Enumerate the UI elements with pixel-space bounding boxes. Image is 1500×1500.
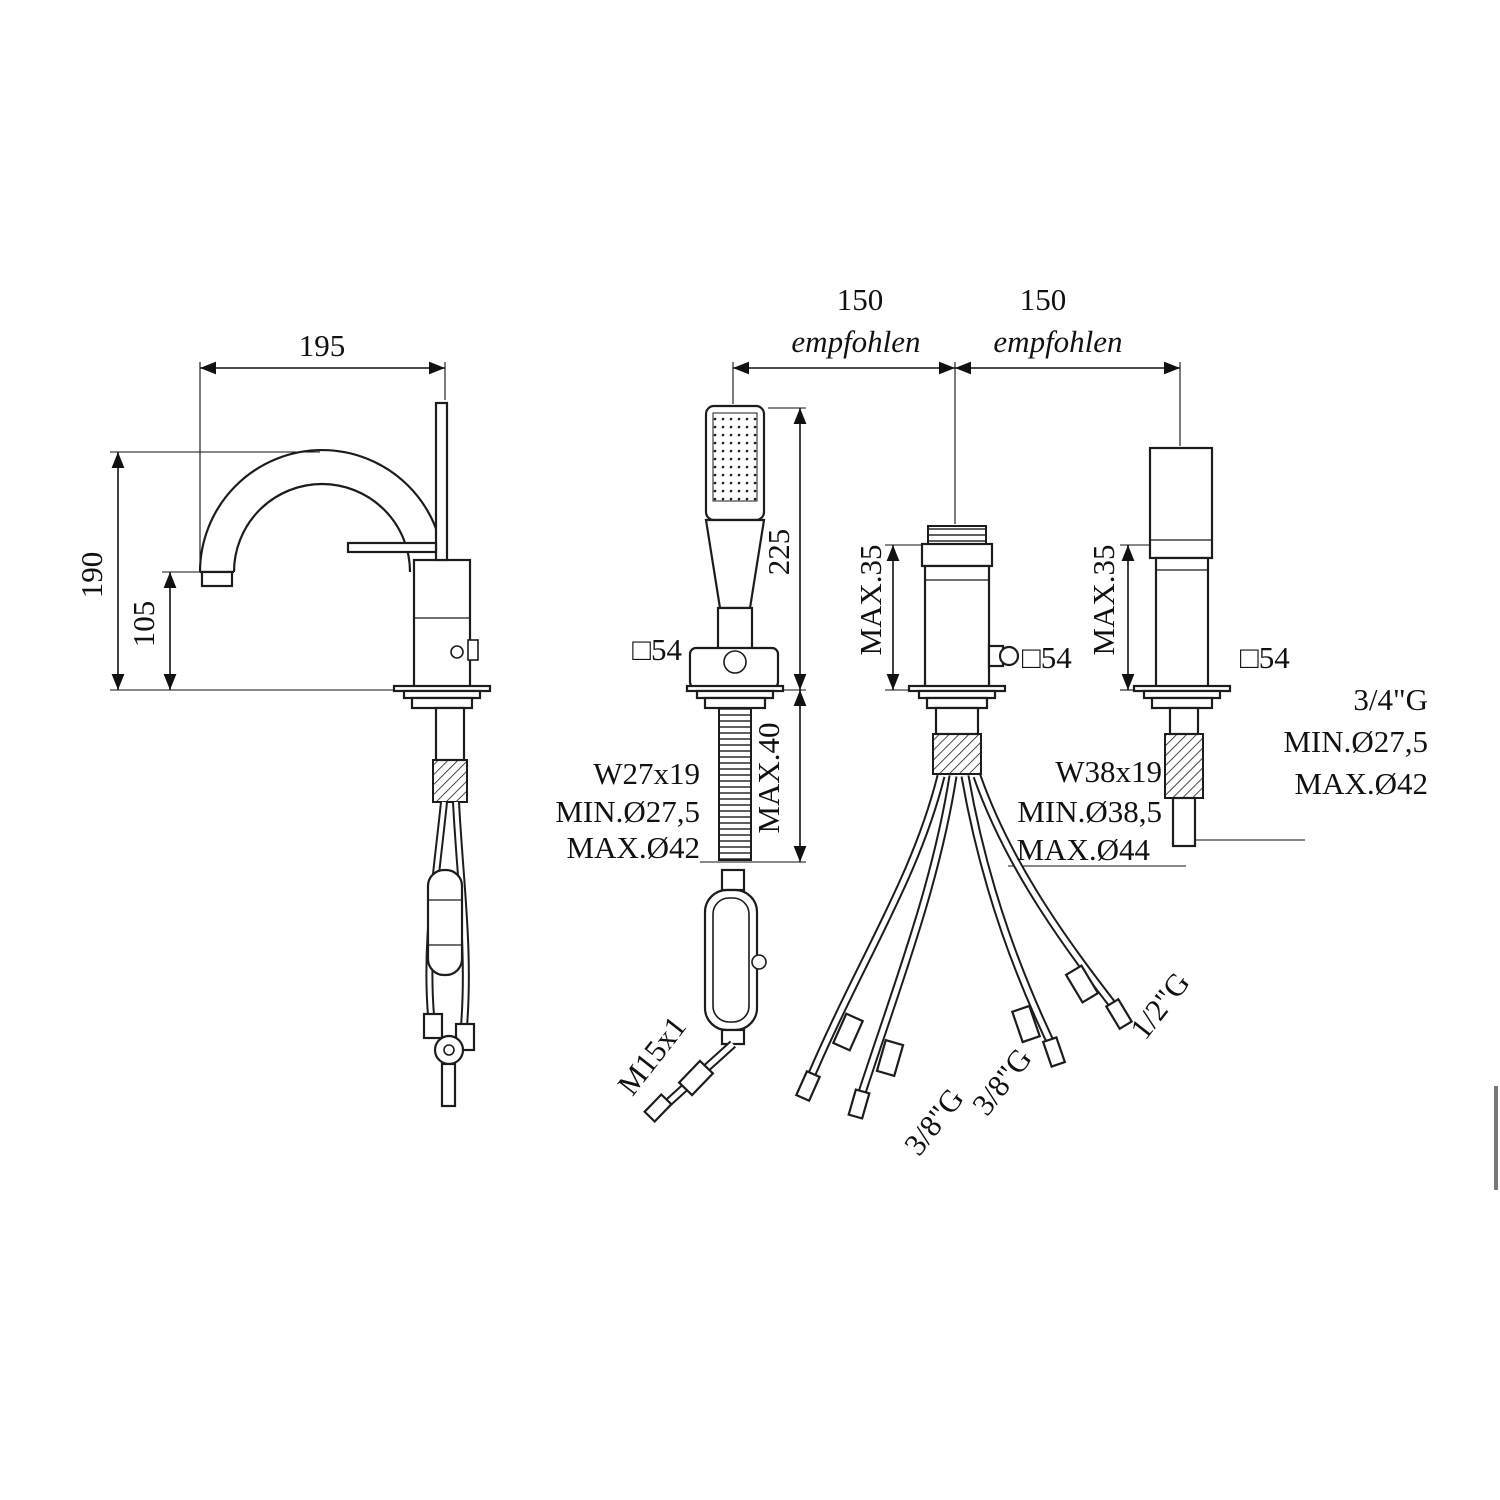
mixer-stem bbox=[1168, 706, 1200, 736]
mixer-handle-figure bbox=[1132, 446, 1232, 848]
hose-outlet-label: 1/2"G bbox=[1123, 965, 1197, 1045]
spout-screw bbox=[450, 645, 464, 659]
handshower-weight-button bbox=[751, 954, 767, 970]
diverter-deck-flange bbox=[907, 684, 1007, 710]
hose-2-end bbox=[847, 1088, 871, 1120]
scrollbar-thumb[interactable] bbox=[1494, 1086, 1498, 1190]
spout-check-valve bbox=[426, 868, 464, 977]
handshower-figure bbox=[643, 404, 785, 1124]
mixer-deck-flange bbox=[1132, 684, 1232, 710]
diverter-thread-label: W38x19 bbox=[1055, 754, 1162, 789]
handshower-ball-joint bbox=[723, 650, 747, 674]
mixer-handle-body bbox=[1154, 556, 1210, 690]
hose-3-end bbox=[1041, 1036, 1067, 1068]
hose-right-label: 3/8"G bbox=[965, 1041, 1039, 1121]
diverter-max35-label: MAX.35 bbox=[853, 544, 888, 655]
diverter-square-label: □54 bbox=[1022, 640, 1072, 675]
dim-max40-label: MAX.40 bbox=[751, 722, 786, 833]
handshower-connector-top bbox=[720, 868, 746, 892]
handshower-thread-label: W27x19 bbox=[593, 756, 700, 791]
diverter-thread bbox=[932, 733, 982, 775]
spout-inner-curve bbox=[232, 482, 412, 573]
mixer-tail-tube bbox=[1171, 796, 1197, 848]
diverter-knob bbox=[927, 525, 987, 545]
dimension-lines bbox=[111, 361, 1180, 862]
handshower-max-hole-label: MAX.Ø42 bbox=[567, 830, 700, 865]
handshower-hose-end bbox=[643, 1092, 673, 1124]
spout-lever bbox=[346, 541, 438, 554]
mixer-max35-label: MAX.35 bbox=[1086, 544, 1121, 655]
mixer-square-label: □54 bbox=[1240, 640, 1290, 675]
diverter-figure bbox=[794, 525, 1134, 1120]
mixer-min-hole-label: MIN.Ø27,5 bbox=[1283, 724, 1428, 759]
handshower-connector-bottom bbox=[720, 1028, 746, 1046]
handshower-neck bbox=[716, 606, 754, 652]
spout-aerator bbox=[200, 570, 234, 588]
dim-195-label: 195 bbox=[299, 328, 346, 363]
hose-left-label: 3/8"G bbox=[897, 1081, 971, 1161]
handshower-hose-coil bbox=[718, 707, 752, 861]
spout-deck-flange bbox=[392, 684, 492, 710]
spout-outer-curve bbox=[198, 448, 446, 573]
handshower-spray-face bbox=[712, 412, 758, 502]
mixer-thread-label: 3/4"G bbox=[1353, 682, 1428, 717]
dim-225-label: 225 bbox=[761, 529, 796, 576]
dim-150-left-note: empfohlen bbox=[791, 324, 920, 359]
diverter-side-knob bbox=[998, 645, 1020, 667]
spout-figure bbox=[198, 401, 492, 1108]
dim-150-left-label: 150 bbox=[837, 282, 884, 317]
diverter-max-hole-label: MAX.Ø44 bbox=[1017, 832, 1151, 867]
spout-hose-nut-left bbox=[422, 1012, 444, 1040]
dim-150-right-note: empfohlen bbox=[993, 324, 1122, 359]
handshower-min-hole-label: MIN.Ø27,5 bbox=[555, 794, 700, 829]
handshower-square-label: □54 bbox=[632, 632, 682, 667]
diverter-min-hole-label: MIN.Ø38,5 bbox=[1017, 794, 1162, 829]
spout-body bbox=[412, 558, 472, 690]
dim-105-label: 105 bbox=[126, 601, 161, 648]
hose-2-nut bbox=[875, 1038, 905, 1078]
spout-handle-stick bbox=[434, 401, 449, 562]
handshower-hose-nut bbox=[677, 1059, 715, 1097]
hose-3-nut bbox=[1010, 1004, 1042, 1044]
spout-thread bbox=[432, 759, 468, 803]
hose-1-nut bbox=[831, 1012, 865, 1052]
hose-1-end bbox=[794, 1069, 822, 1103]
diverter-stem bbox=[934, 706, 980, 736]
dim-190-label: 190 bbox=[74, 552, 109, 599]
hose-4-end bbox=[1104, 997, 1134, 1031]
diverter-body bbox=[923, 564, 991, 690]
diverter-collar bbox=[920, 542, 994, 568]
dim-150-right-label: 150 bbox=[1020, 282, 1067, 317]
mixer-thread bbox=[1164, 733, 1204, 799]
spout-stem bbox=[434, 706, 466, 762]
handshower-deck-flange bbox=[685, 684, 785, 710]
handshower-taper bbox=[704, 518, 766, 610]
mixer-max-hole-label: MAX.Ø42 bbox=[1295, 766, 1428, 801]
hose-4-nut bbox=[1064, 964, 1100, 1004]
mixer-handle-top bbox=[1148, 446, 1214, 560]
spout-valve-pipe bbox=[440, 1062, 457, 1108]
